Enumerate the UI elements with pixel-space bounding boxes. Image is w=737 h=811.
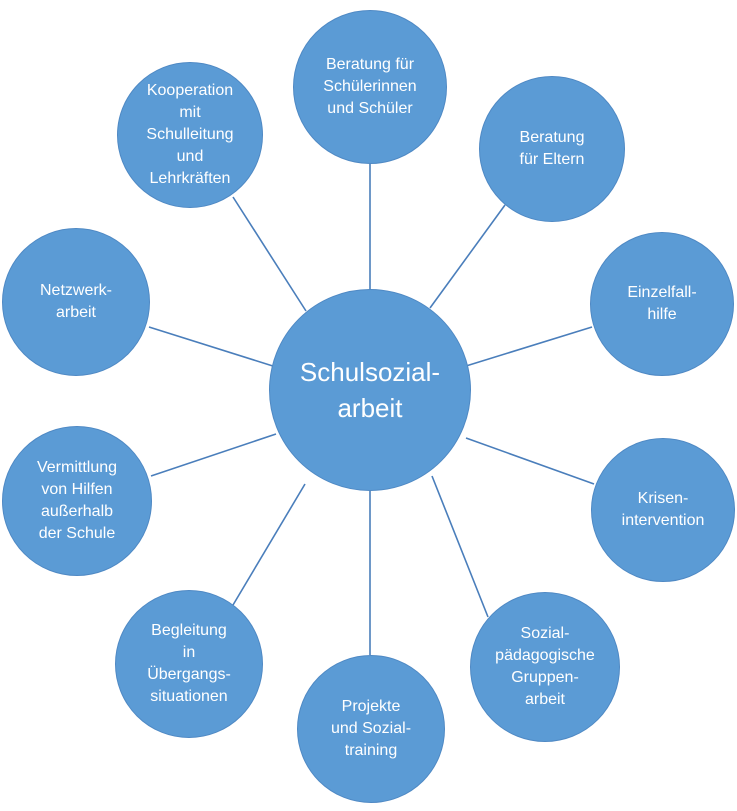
node-label: Beratung für Schülerinnen und Schüler xyxy=(323,56,417,117)
node-label: Sozial- pädagogische Gruppen- arbeit xyxy=(495,625,595,708)
node-label: Kooperation mit Schulleitung und Lehrkrä… xyxy=(146,82,234,187)
node-label: Einzelfall- hilfe xyxy=(627,284,697,323)
node-label: Krisen- intervention xyxy=(621,490,705,529)
node-sozialpaedagogische-gruppenarbeit: Sozial- pädagogische Gruppen- arbeit xyxy=(470,592,620,742)
node-label: Beratung für Eltern xyxy=(519,129,585,168)
node-vermittlung-hilfen: Vermittlung von Hilfen außerhalb der Sch… xyxy=(2,426,152,576)
connector-einzelfallhilfe xyxy=(465,326,593,367)
node-begleitung-uebergang: Begleitung in Übergangs- situationen xyxy=(115,590,263,738)
node-label: Begleitung in Übergangs- situationen xyxy=(147,622,231,705)
node-beratung-eltern: Beratung für Eltern xyxy=(479,76,625,222)
center-node-label: Schulsozial- arbeit xyxy=(299,357,441,423)
node-label: Netzwerk- arbeit xyxy=(39,282,112,321)
center-node-schulsozialarbeit: Schulsozial- arbeit xyxy=(269,289,471,491)
connector-begleitung-uebergang xyxy=(232,483,306,606)
node-krisenintervention: Krisen- intervention xyxy=(591,438,735,582)
node-beratung-schueler: Beratung für Schülerinnen und Schüler xyxy=(293,10,447,164)
connector-krisenintervention xyxy=(465,437,595,485)
node-label: Vermittlung von Hilfen außerhalb der Sch… xyxy=(36,459,118,542)
node-einzelfallhilfe: Einzelfall- hilfe xyxy=(590,232,734,376)
node-kooperation: Kooperation mit Schulleitung und Lehrkrä… xyxy=(117,62,263,208)
connector-kooperation xyxy=(232,196,307,312)
node-projekte-sozialtraining: Projekte und Sozial- training xyxy=(297,655,445,803)
node-netzwerkarbeit: Netzwerk- arbeit xyxy=(2,228,150,376)
connector-beratung-eltern xyxy=(429,204,506,309)
connector-netzwerkarbeit xyxy=(148,326,277,368)
connector-sozialpaedagogische-gruppenarbeit xyxy=(431,475,489,618)
node-label: Projekte und Sozial- training xyxy=(330,698,412,759)
connector-vermittlung-hilfen xyxy=(150,433,277,477)
